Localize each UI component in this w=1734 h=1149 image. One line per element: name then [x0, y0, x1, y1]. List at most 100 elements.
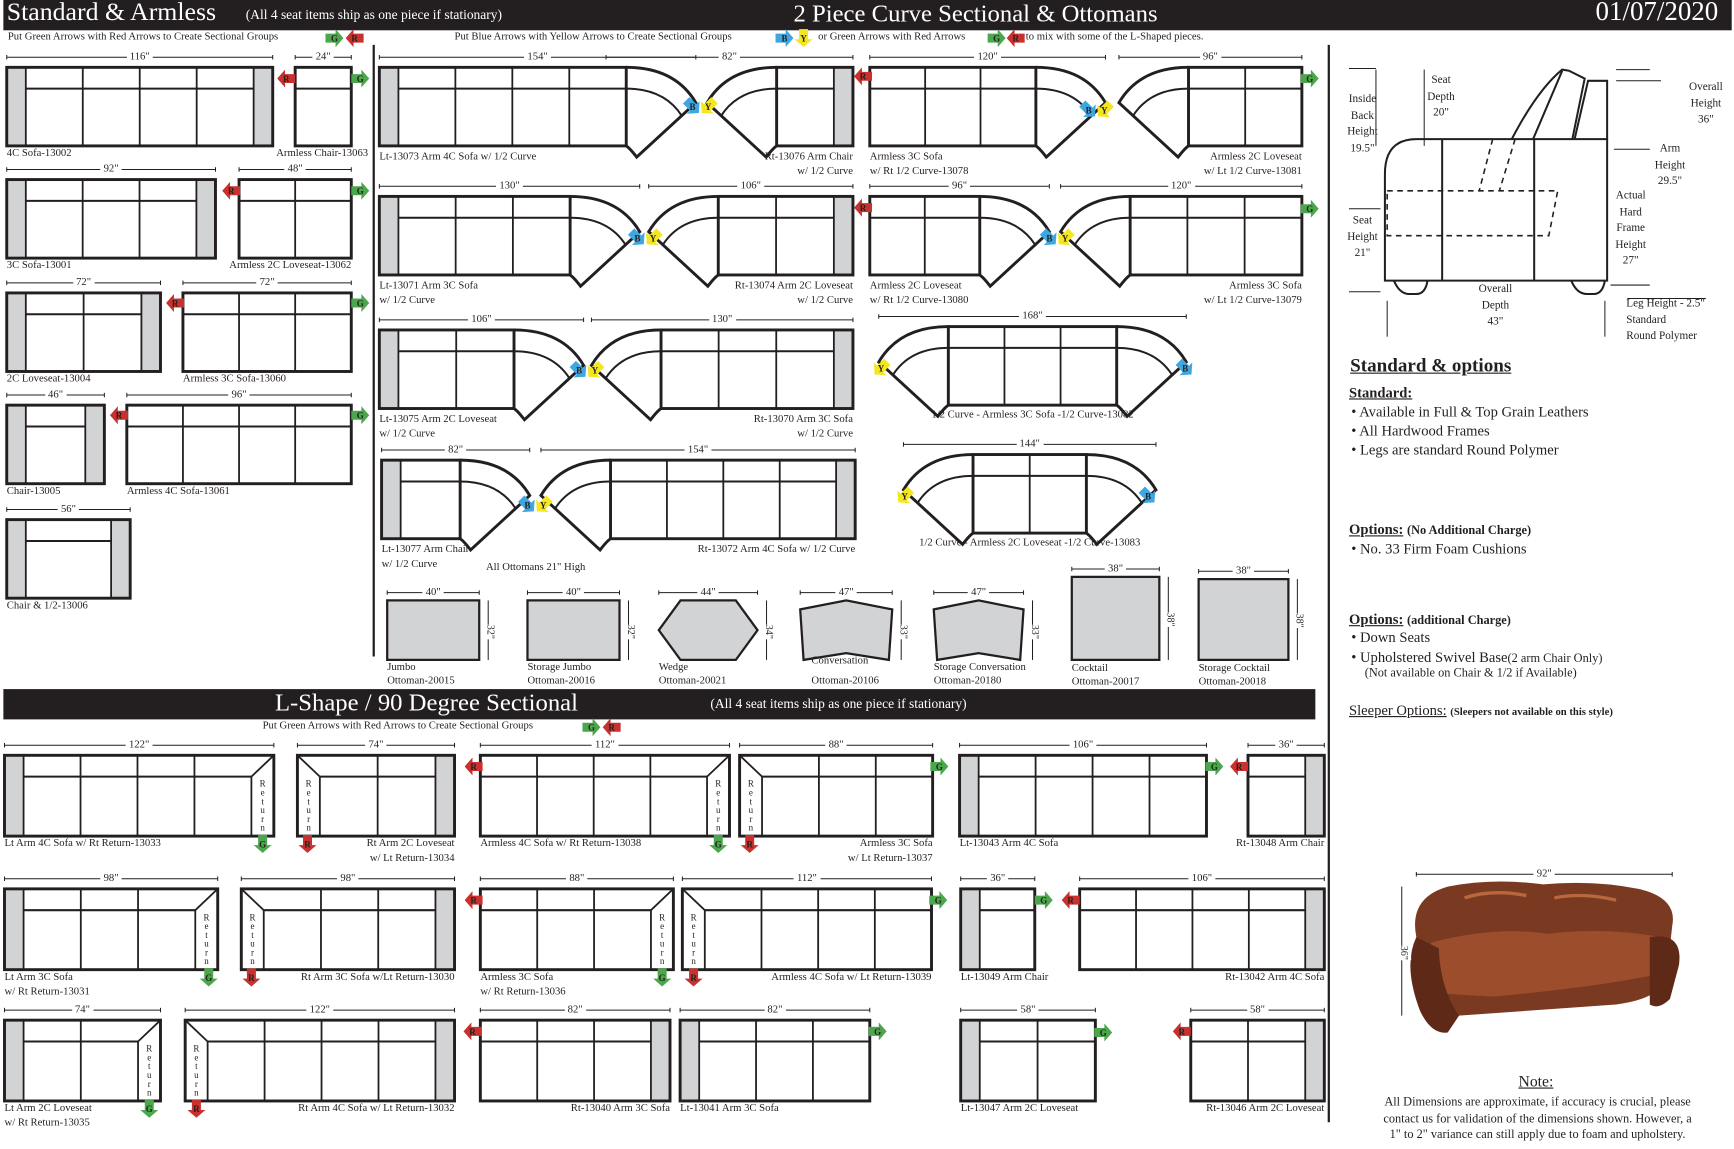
svg-text:R: R: [860, 203, 867, 213]
charge-item-text: Upholstered Swivel Base: [1360, 648, 1508, 666]
piece-label: Armless 4C Sofa-13061: [126, 485, 230, 498]
red-arrow-icon: R: [1061, 891, 1080, 910]
spec-text: Height: [1615, 238, 1646, 251]
top-header-bar: Standard & Armless (All 4 seat items shi…: [3, 0, 1732, 31]
options-label: Options:: [1349, 610, 1404, 628]
standard-piece: [181, 291, 353, 373]
green-arrow-icon: G: [253, 834, 272, 853]
green-arrow-icon: G: [351, 406, 370, 425]
options-note: (additional Charge): [1406, 613, 1511, 628]
svg-text:G: G: [874, 1027, 881, 1037]
yellow-arrow-icon: Y: [873, 358, 891, 376]
red-arrow-icon: R: [464, 757, 483, 776]
blue-arrow-icon: B: [517, 495, 535, 513]
return-letter: t: [251, 930, 254, 940]
piece-label: Rt-13040 Arm 3C Sofa: [570, 1103, 671, 1115]
spec-text: Height: [1347, 230, 1378, 243]
ottoman-label: Ottoman-20018: [1198, 676, 1267, 688]
svg-text:R: R: [193, 1104, 200, 1114]
piece-label: Armless 3C Sofa: [869, 151, 943, 163]
dimension-label: 98": [100, 873, 122, 885]
red-arrow-icon: R: [854, 198, 873, 217]
standard-piece: [5, 518, 132, 600]
date: 01/07/2020: [1595, 0, 1719, 27]
lshape-piece: Return: [3, 753, 276, 838]
piece-label: 2C Loveseat-13004: [6, 373, 91, 385]
return-letter: R: [748, 779, 754, 789]
ottoman: [1197, 577, 1290, 662]
red-arrow-icon: R: [298, 834, 317, 853]
curve-piece: [377, 328, 586, 422]
piece-label: w/ 1/2 Curve: [381, 558, 438, 570]
piece-label: 1/2 Curve - Armless 2C Loveseat -1/2 Cur…: [919, 537, 1141, 549]
piece-label: w/ Lt 1/2 Curve-13079: [1203, 294, 1302, 306]
standard-item-text: All Hardwood Frames: [1359, 421, 1490, 439]
nocharge-item: • No. 33 Firm Foam Cushions: [1351, 539, 1527, 557]
svg-text:B: B: [634, 233, 640, 243]
return-letter: u: [660, 939, 665, 949]
svg-text:G: G: [1100, 1028, 1107, 1038]
return-letter: r: [261, 814, 264, 824]
return-letter: R: [146, 1044, 152, 1054]
piece-label: Rt-13048 Arm Chair: [1236, 838, 1325, 850]
curve-piece: [1058, 194, 1304, 289]
green-arrow-icon: G: [709, 834, 728, 853]
return-letter: u: [691, 939, 696, 949]
dimension-label: 38": [1293, 613, 1307, 628]
svg-text:B: B: [1145, 491, 1151, 501]
return-letter: e: [251, 921, 255, 931]
spec-text: 19.5": [1350, 141, 1375, 155]
red-arrow-icon: R: [187, 1099, 206, 1118]
piece-label: w/ Lt 1/2 Curve-13081: [1203, 165, 1302, 177]
lshape-piece: Return: [680, 887, 933, 972]
svg-text:R: R: [690, 973, 697, 983]
svg-text:R: R: [248, 973, 255, 983]
piece-label: Lt-13075 Arm 2C Loveseat: [379, 414, 497, 426]
return-letter: e: [660, 921, 664, 931]
svg-text:G: G: [357, 298, 364, 308]
return-letter: u: [204, 939, 209, 949]
return-letter: n: [147, 1088, 152, 1098]
lshape-piece: [1246, 753, 1326, 838]
spec-text: Depth: [1481, 299, 1510, 312]
svg-text:Y: Y: [901, 491, 908, 501]
svg-text:G: G: [993, 34, 1000, 44]
dimension-label: 33": [1028, 624, 1042, 639]
svg-text:G: G: [715, 839, 722, 849]
red-arrow-icon: R: [345, 29, 364, 48]
piece-label: Armless 2C Loveseat: [869, 280, 962, 292]
piece-label: 1/2 Curve - Armless 3C Sofa -1/2 Curve-1…: [931, 409, 1134, 421]
spec-text: Inside: [1348, 93, 1377, 106]
piece-label: Lt-13041 Arm 3C Sofa: [680, 1103, 779, 1115]
piece-label: Armless 3C Sofa: [859, 838, 933, 850]
green-arrow-icon: G: [1300, 69, 1319, 88]
spec-text: Round Polymer: [1626, 329, 1697, 343]
ottoman: [799, 599, 894, 662]
svg-text:Y: Y: [705, 102, 712, 112]
dimension-label: 34": [762, 624, 776, 639]
return-letter: e: [749, 788, 753, 798]
return-letter: e: [307, 788, 311, 798]
dimension-label: 24": [312, 51, 335, 63]
spec-text: Leg Height - 2.5": [1626, 297, 1705, 310]
dimension-label: 92": [1533, 868, 1556, 880]
piece-label: Armless 2C Loveseat: [1210, 151, 1302, 163]
piece-label: Rt-13076 Arm Chair: [764, 151, 853, 163]
ottoman-label: Conversation: [811, 655, 869, 667]
dimension-label: 72": [72, 277, 95, 289]
dimension-label: 106": [1069, 739, 1097, 751]
red-arrow-icon: R: [463, 1022, 482, 1041]
spec-text: Seat: [1352, 214, 1373, 227]
curve-section-title: 2 Piece Curve Sectional & Ottomans: [793, 0, 1158, 27]
svg-text:B: B: [1086, 105, 1092, 115]
options-label: Options:: [1349, 520, 1404, 538]
return-letter: u: [749, 805, 754, 815]
ottoman: [657, 599, 759, 662]
return-letter: n: [250, 956, 255, 966]
dimension-label: 96": [948, 180, 971, 192]
return-letter: r: [717, 814, 720, 824]
dimension-label: 56": [57, 503, 80, 516]
